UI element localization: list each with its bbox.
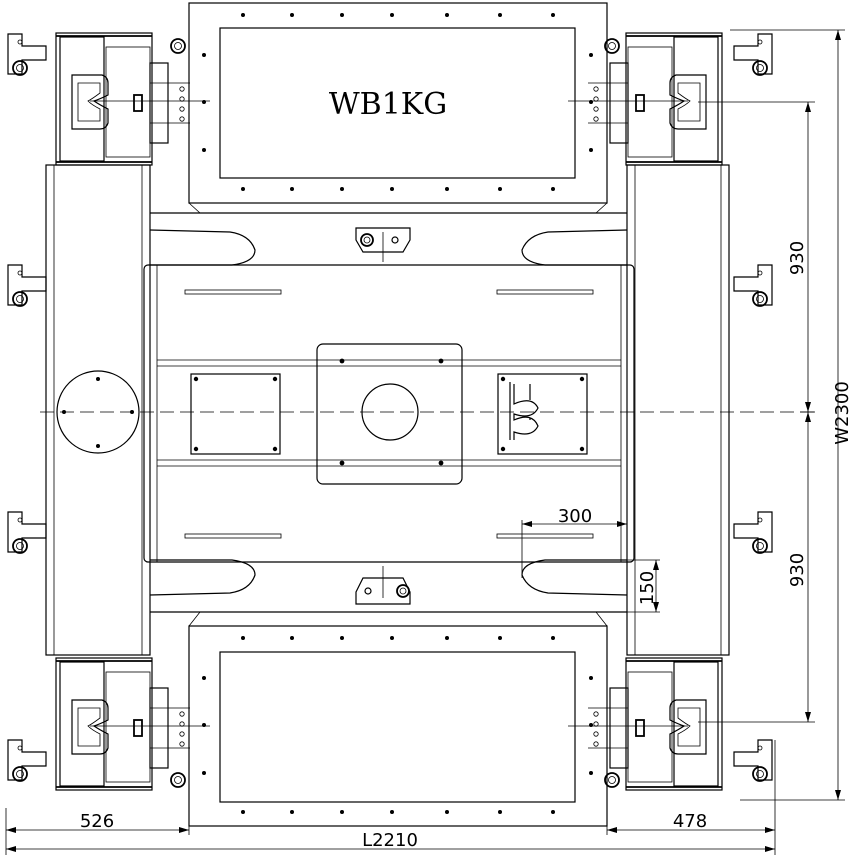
right-kingpin-pad <box>497 373 588 455</box>
rivet <box>340 810 344 814</box>
rivet <box>241 810 245 814</box>
rivet <box>445 810 449 814</box>
corner-bolt <box>604 772 620 788</box>
slot-bottom-left <box>184 533 282 539</box>
central-platform <box>143 264 635 563</box>
rivet <box>390 636 394 640</box>
mounting-bracket <box>7 739 47 782</box>
slot-bottom-right <box>496 533 594 539</box>
rivet <box>498 13 502 17</box>
dim-slot-length: 300 <box>558 506 592 527</box>
side-brackets <box>7 33 773 788</box>
bogie-top-left <box>55 32 210 166</box>
bogie-bottom-left <box>55 657 210 791</box>
rivet <box>589 723 593 727</box>
top-center-bracket <box>355 227 411 262</box>
rivet <box>551 187 555 191</box>
rivet <box>390 810 394 814</box>
model-label: WB1KG <box>329 87 447 122</box>
corner-bolt <box>170 38 186 54</box>
corner-bolt-hole <box>608 776 616 784</box>
rivet <box>551 13 555 17</box>
rivet <box>290 810 294 814</box>
dimension-lines <box>5 29 845 855</box>
rivet <box>290 187 294 191</box>
rivet <box>340 187 344 191</box>
corner-bolt-hole <box>174 42 182 50</box>
rivet <box>498 636 502 640</box>
left-side-rail <box>45 164 151 656</box>
dim-left-offset: 526 <box>80 811 114 832</box>
rivet <box>290 636 294 640</box>
rivet <box>202 771 206 775</box>
corner-bolt <box>170 772 186 788</box>
rivet <box>498 810 502 814</box>
dim-right-offset: 478 <box>673 811 707 832</box>
corner-bolt <box>604 38 620 54</box>
mounting-bracket <box>733 33 773 76</box>
top-hopper <box>188 2 608 214</box>
corner-bolt-hole <box>174 776 182 784</box>
rivet <box>202 148 206 152</box>
slot-top-right <box>496 289 594 295</box>
rivet <box>390 13 394 17</box>
rivet <box>241 13 245 17</box>
rivet <box>202 676 206 680</box>
rivet <box>445 187 449 191</box>
dim-width-total: W2300 <box>832 381 853 445</box>
rivet <box>241 636 245 640</box>
mounting-bracket <box>733 511 773 554</box>
rivet <box>202 723 206 727</box>
corner-bolt-hole <box>608 42 616 50</box>
rivet <box>390 187 394 191</box>
dim-slot-offset: 150 <box>637 571 658 605</box>
rivet <box>290 13 294 17</box>
bogie-bottom-right <box>568 657 723 791</box>
left-square-pad <box>190 373 281 455</box>
mounting-bracket <box>7 511 47 554</box>
rivet <box>340 636 344 640</box>
mounting-bracket <box>733 739 773 782</box>
mounting-bracket <box>7 33 47 76</box>
rivet <box>589 53 593 57</box>
rivet <box>589 676 593 680</box>
mounting-bracket <box>7 264 47 307</box>
rivet <box>589 148 593 152</box>
dim-upper-spacing: 930 <box>787 241 808 275</box>
bogie-top-right <box>568 32 723 166</box>
dim-lower-spacing: 930 <box>787 553 808 587</box>
bottom-center-bracket <box>355 566 411 605</box>
bottom-hopper <box>188 611 608 827</box>
rivet <box>445 636 449 640</box>
center-swivel-plate <box>316 343 463 485</box>
rivet <box>589 771 593 775</box>
dim-length-total: L2210 <box>362 830 418 851</box>
rivet <box>340 13 344 17</box>
rivet <box>202 53 206 57</box>
slot-top-left <box>184 289 282 295</box>
rivet <box>551 636 555 640</box>
left-round-port <box>56 370 140 454</box>
rivet <box>551 810 555 814</box>
mounting-bracket <box>733 264 773 307</box>
upper-curved-brace <box>149 212 628 266</box>
rivet <box>241 187 245 191</box>
rivet <box>445 13 449 17</box>
rivet <box>498 187 502 191</box>
